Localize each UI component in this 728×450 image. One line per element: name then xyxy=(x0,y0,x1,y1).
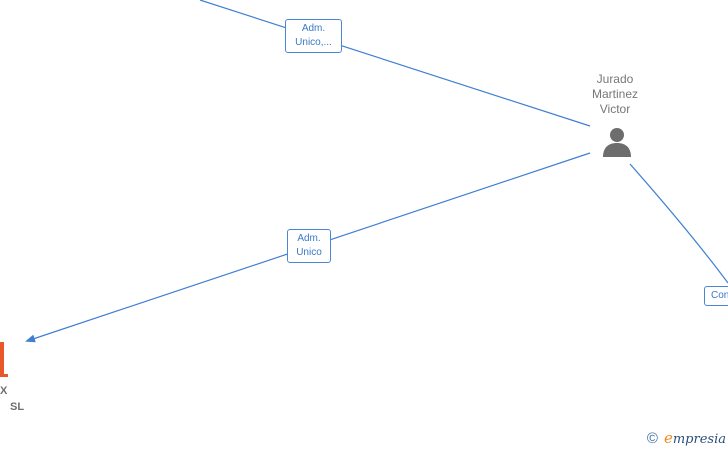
edge-label-line: Unico,... xyxy=(295,37,332,48)
person-name-line: Martinez xyxy=(591,87,638,101)
person-name-line: Jurado xyxy=(596,72,634,86)
brand-initial: e xyxy=(663,429,673,447)
company-building-icon[interactable] xyxy=(0,342,8,387)
company-node-name[interactable]: X SL xyxy=(0,383,50,415)
footer-brand: © empresia xyxy=(647,430,726,448)
person-node-name[interactable]: Jurado Martinez Victor xyxy=(570,72,660,117)
edge-label-line: Adm. xyxy=(297,233,321,244)
copyright-icon: © xyxy=(646,430,658,447)
edge-label-line: Con xyxy=(711,290,728,301)
edge-label-adm-unico-top[interactable]: Adm. Unico,... xyxy=(285,19,342,53)
person-icon[interactable] xyxy=(602,126,632,163)
company-name-line: SL xyxy=(10,401,25,413)
edge-line-con xyxy=(629,163,728,284)
brand-rest: mpresia xyxy=(672,432,726,447)
edge-line-adm-unico-top xyxy=(199,0,591,127)
company-name-line: X xyxy=(0,385,8,397)
edge-label-adm-unico-company[interactable]: Adm. Unico xyxy=(287,229,331,263)
person-name-line: Victor xyxy=(599,102,631,116)
edge-label-line: Unico xyxy=(296,247,322,258)
edge-label-con[interactable]: Con xyxy=(704,286,728,306)
empresia-logo: empresia xyxy=(664,430,726,448)
edge-label-line: Adm. xyxy=(301,23,326,34)
